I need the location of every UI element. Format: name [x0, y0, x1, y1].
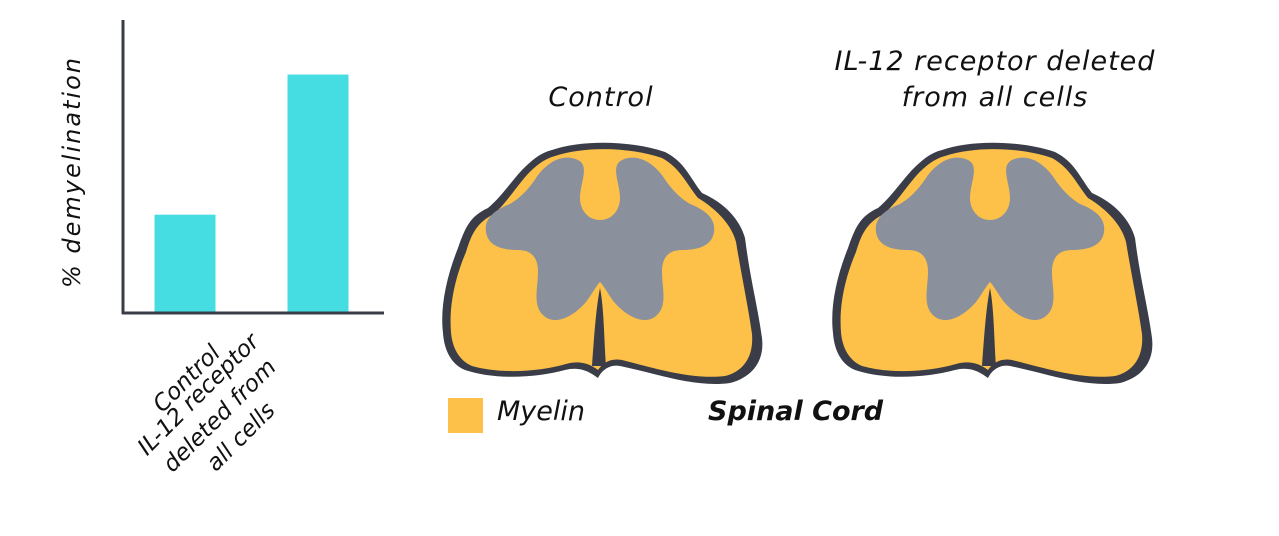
- panel-title-control: Control: [548, 82, 654, 113]
- spinal-cord-control: [442, 142, 763, 385]
- bar-chart: [121, 20, 384, 315]
- spinal-cord-il12-deleted: [832, 142, 1153, 385]
- myelin-legend-swatch: [448, 398, 483, 433]
- bar-il12-deleted: [287, 74, 349, 312]
- spinal-cord-caption: Spinal Cord: [708, 396, 884, 427]
- myelin-legend-label: Myelin: [497, 396, 586, 427]
- ventral-fissure: [982, 288, 996, 366]
- gray-matter: [875, 157, 1105, 321]
- y-axis-label: % demyelination: [58, 55, 86, 289]
- gray-matter: [485, 157, 715, 321]
- ventral-fissure: [592, 288, 606, 366]
- bar-control: [154, 214, 216, 312]
